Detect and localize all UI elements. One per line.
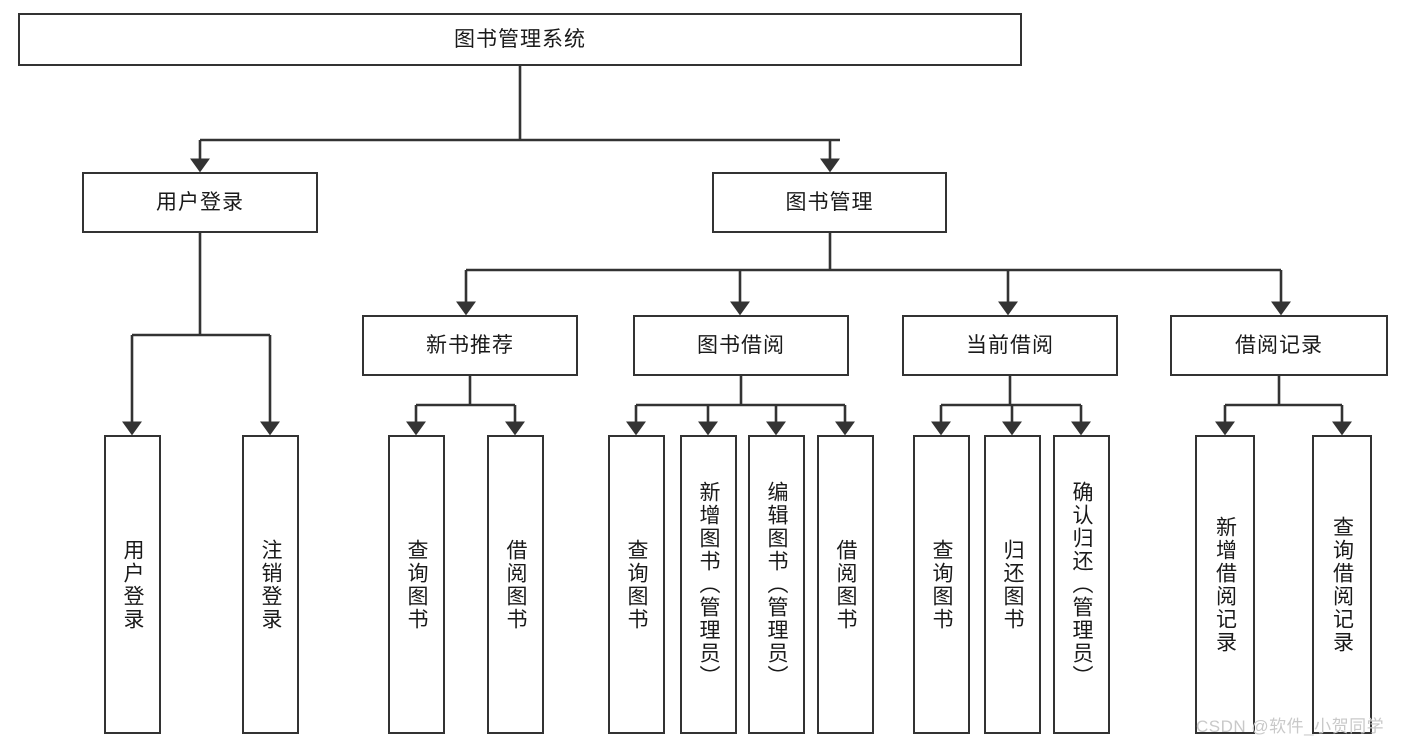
node-current-borrow[interactable]: 当前借阅 [902,315,1118,376]
node-new-book-recommend-label: 新书推荐 [426,334,514,357]
node-book-borrow[interactable]: 图书借阅 [633,315,849,376]
node-root-label: 图书管理系统 [454,28,586,51]
node-leaf-borrow-book-recommend-label: 借阅图书 [504,538,527,631]
node-leaf-edit-book-label: 编辑图书（管理员） [765,481,788,688]
node-leaf-query-book-borrow-label: 查询图书 [625,538,648,631]
node-leaf-user-logout[interactable]: 注销登录 [242,435,299,734]
node-book-borrow-label: 图书借阅 [697,334,785,357]
csdn-watermark: CSDN @软件_小贺同学 [1196,717,1385,736]
node-leaf-query-book-current-label: 查询图书 [930,538,953,631]
node-book-manage-label: 图书管理 [785,191,874,214]
node-leaf-user-login[interactable]: 用户登录 [104,435,161,734]
node-leaf-confirm-return[interactable]: 确认归还（管理员） [1053,435,1110,734]
node-leaf-query-book-current[interactable]: 查询图书 [913,435,970,734]
node-borrow-record[interactable]: 借阅记录 [1170,315,1388,376]
node-leaf-query-book-recommend-label: 查询图书 [405,538,428,631]
node-new-book-recommend[interactable]: 新书推荐 [362,315,578,376]
node-leaf-add-book-label: 新增图书（管理员） [697,481,720,688]
node-leaf-add-borrow-record[interactable]: 新增借阅记录 [1195,435,1255,734]
node-leaf-query-borrow-record[interactable]: 查询借阅记录 [1312,435,1372,734]
node-book-manage[interactable]: 图书管理 [712,172,947,233]
node-leaf-user-logout-label: 注销登录 [259,538,282,631]
node-user-login-label: 用户登录 [156,191,244,214]
node-leaf-user-login-label: 用户登录 [121,538,144,631]
node-leaf-return-book[interactable]: 归还图书 [984,435,1041,734]
node-leaf-borrow-book-label: 借阅图书 [834,538,857,631]
node-root[interactable]: 图书管理系统 [18,13,1022,66]
node-leaf-confirm-return-label: 确认归还（管理员） [1070,481,1093,688]
node-leaf-query-book-recommend[interactable]: 查询图书 [388,435,445,734]
node-leaf-borrow-book[interactable]: 借阅图书 [817,435,874,734]
node-current-borrow-label: 当前借阅 [966,334,1054,357]
node-leaf-edit-book[interactable]: 编辑图书（管理员） [748,435,805,734]
node-borrow-record-label: 借阅记录 [1235,334,1323,357]
node-leaf-add-book[interactable]: 新增图书（管理员） [680,435,737,734]
node-leaf-borrow-book-recommend[interactable]: 借阅图书 [487,435,544,734]
node-leaf-add-borrow-record-label: 新增借阅记录 [1213,515,1237,654]
node-leaf-query-borrow-record-label: 查询借阅记录 [1330,515,1354,654]
node-leaf-query-book-borrow[interactable]: 查询图书 [608,435,665,734]
node-leaf-return-book-label: 归还图书 [1001,538,1024,631]
node-user-login[interactable]: 用户登录 [82,172,318,233]
